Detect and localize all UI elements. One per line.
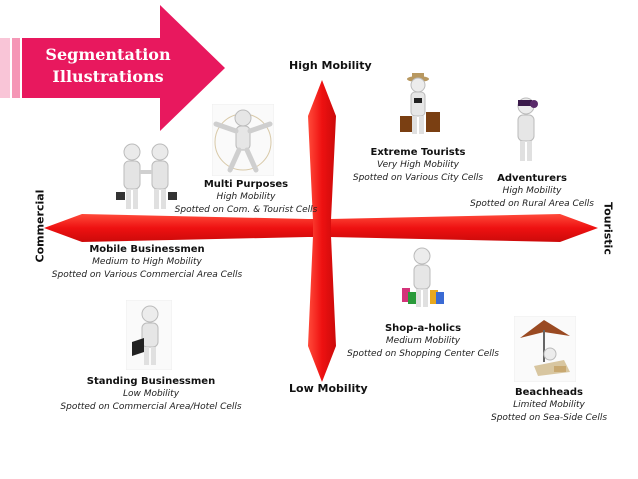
segment-label-shop-a-holics: Shop-a-holics Medium Mobility Spotted on…: [347, 323, 499, 359]
handshake-figures-icon: [116, 143, 177, 209]
axis-label-right: Touristic: [601, 202, 615, 255]
segment-label-standing-businessmen: Standing Businessmen Low Mobility Spotte…: [60, 376, 242, 412]
axis-label-bottom: Low Mobility: [289, 382, 368, 395]
segment-label-extreme-tourists: Extreme Tourists Very High Mobility Spot…: [352, 147, 484, 183]
title-banner: [0, 5, 225, 131]
vitruvian-figure-icon: [212, 104, 274, 176]
laptop-figure-icon: [126, 300, 172, 370]
vertical-axis-arrow: [308, 80, 336, 382]
segment-label-adventurers: Adventurers High Mobility Spotted on Rur…: [470, 173, 594, 209]
segment-label-beachheads: Beachheads Limited Mobility Spotted on S…: [490, 387, 608, 423]
beach-umbrella-icon: [514, 316, 576, 382]
binoculars-figure-icon: [517, 97, 538, 161]
diagram-title: Segmentation Illustrations: [45, 45, 171, 86]
segment-label-multi-purposes: Multi Purposes High Mobility Spotted on …: [174, 179, 318, 215]
tourist-figure-icon: [400, 73, 440, 134]
shopping-figure-icon: [402, 247, 444, 307]
segment-label-mobile-businessmen: Mobile Businessmen Medium to High Mobili…: [51, 244, 243, 280]
axis-label-top: High Mobility: [289, 59, 372, 72]
